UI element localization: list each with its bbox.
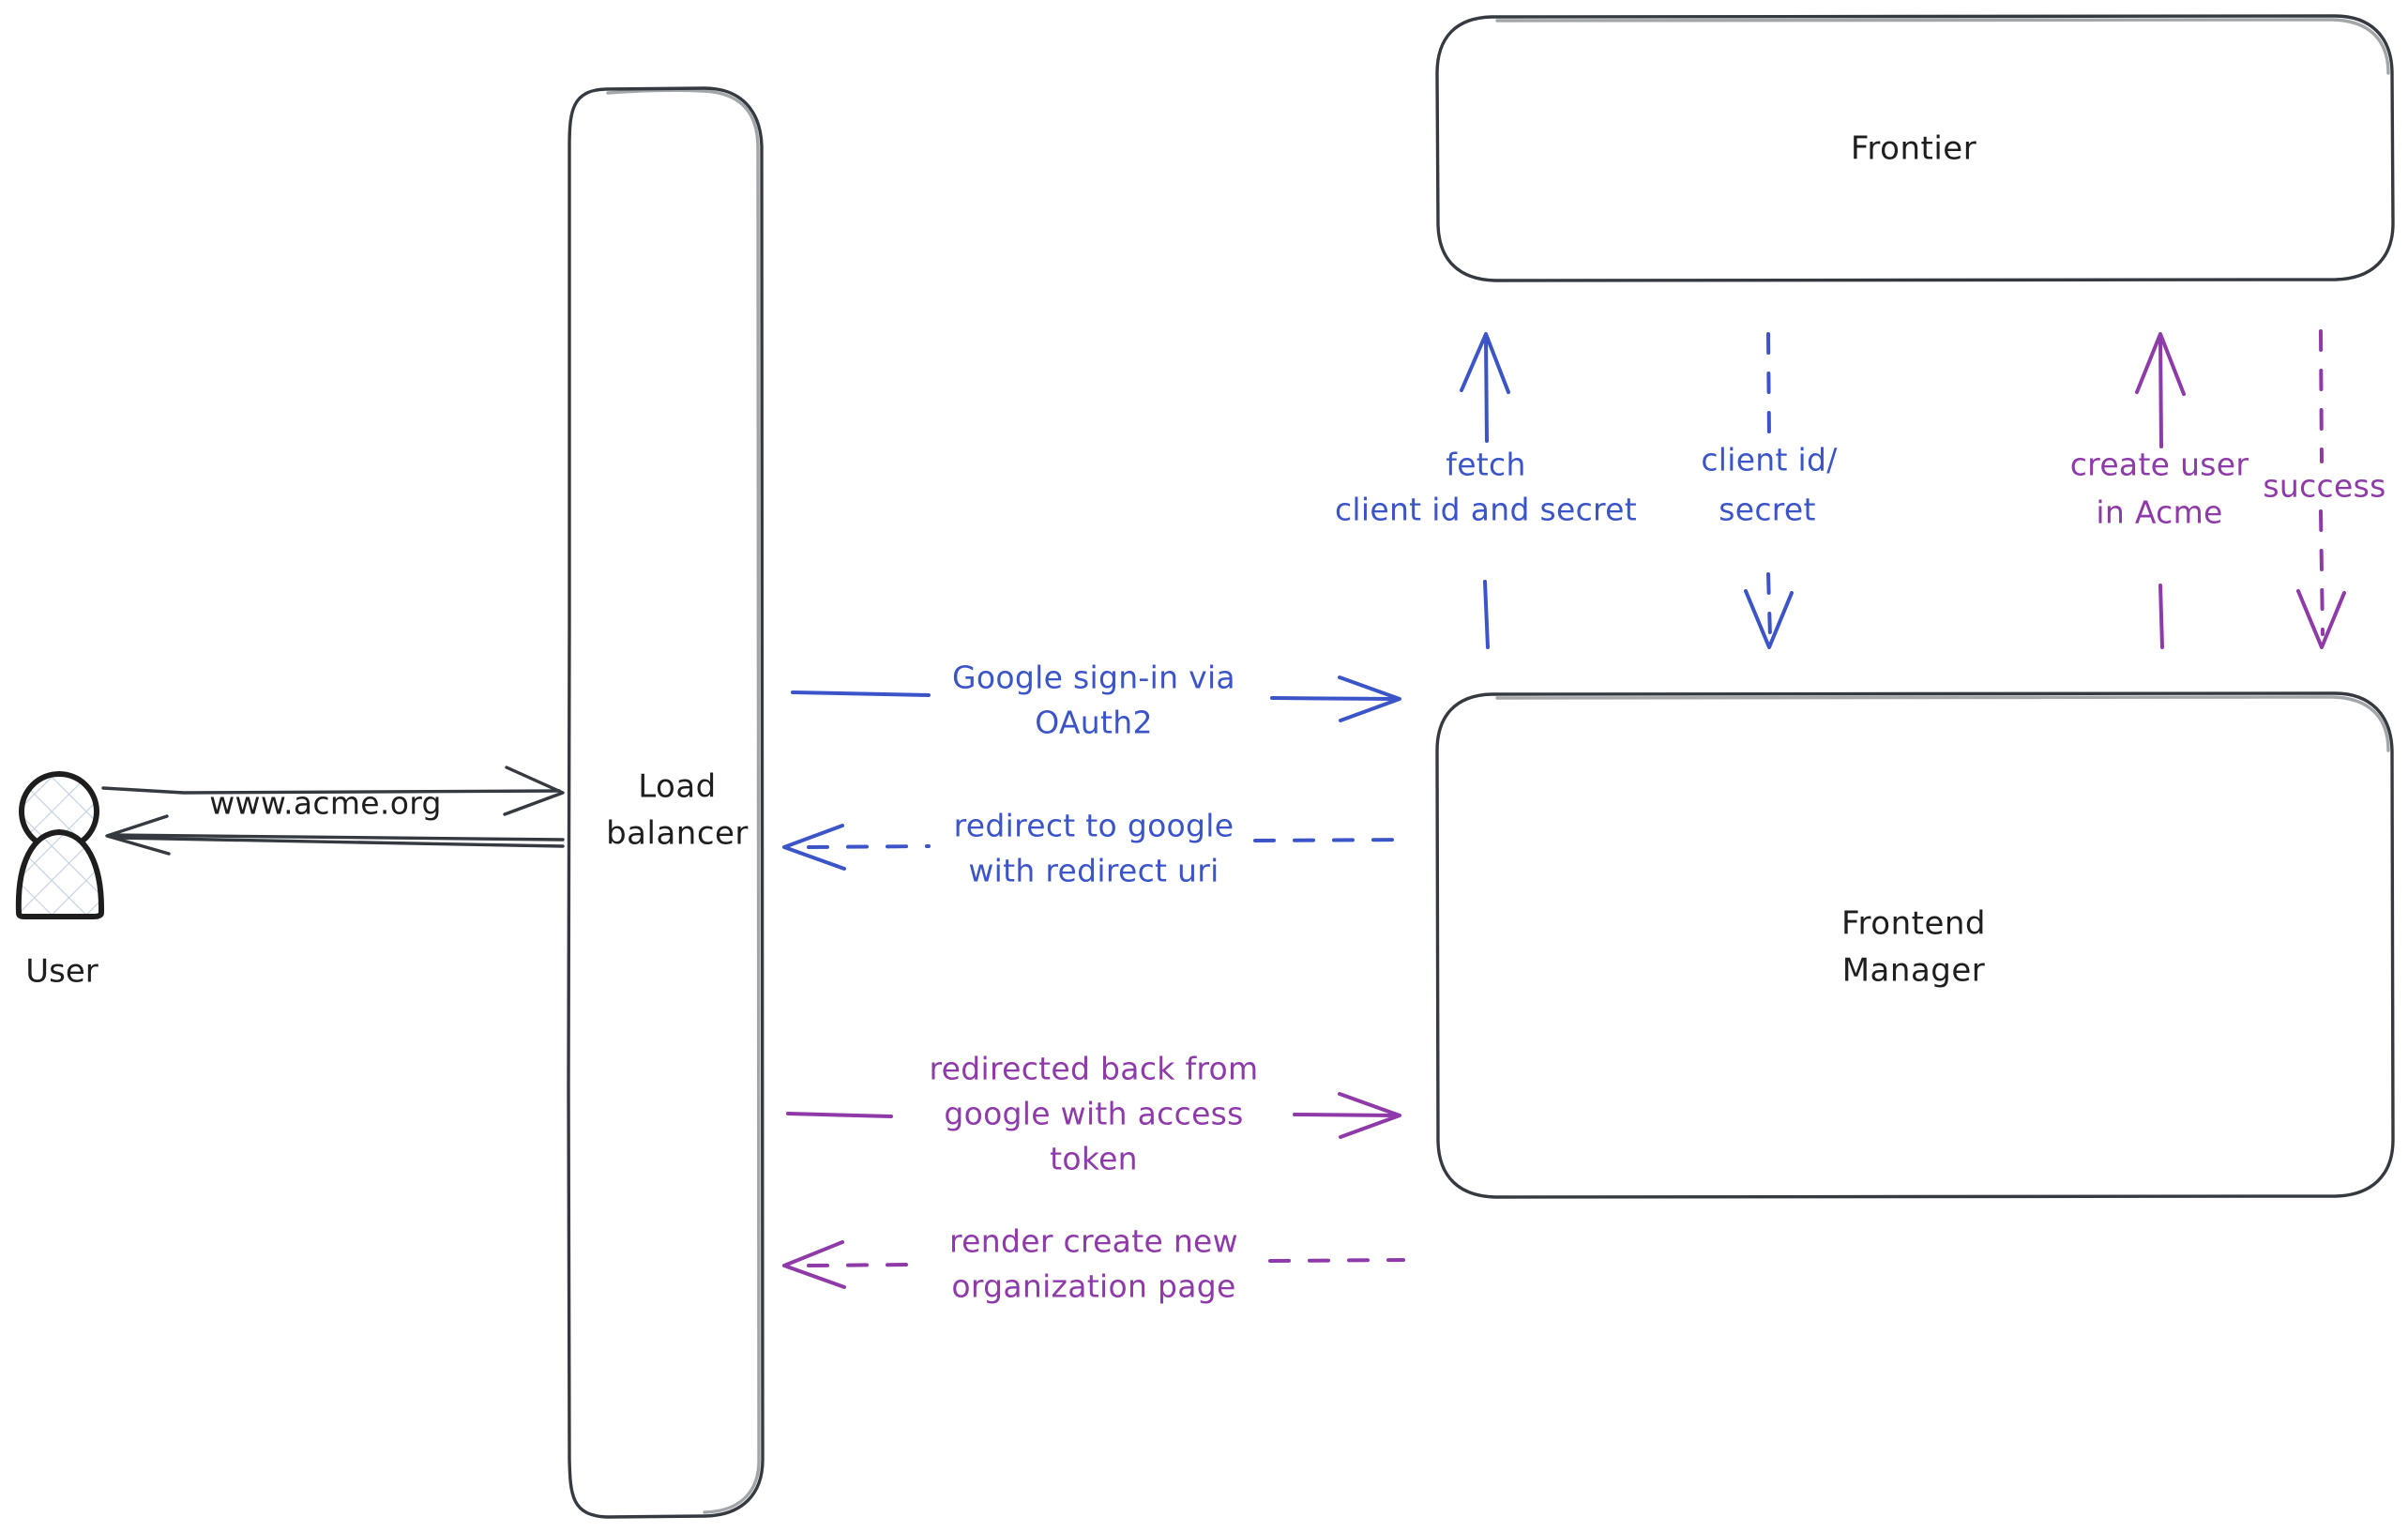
edge-lb-to-user-arrowhead	[105, 814, 171, 856]
edge-token-arrowhead	[1338, 1092, 1401, 1139]
edge-frontier-to-fm-success[interactable]: success	[2263, 329, 2385, 649]
edge-token-label-line2: google with access	[944, 1096, 1243, 1132]
edge-token-line	[786, 1112, 1397, 1118]
load-balancer-label-line2: balancer	[606, 815, 749, 853]
frontend-manager-shape-sketch	[1495, 693, 2390, 752]
edge-create-user-arrowhead	[2135, 332, 2186, 396]
edge-success-line	[2319, 329, 2325, 636]
edge-frontier-to-fm-creds[interactable]: client id/ secret	[1701, 332, 1838, 649]
edge-lb-to-fm-token[interactable]: redirected back from google with access …	[786, 1051, 1401, 1177]
node-load-balancer[interactable]: Load balancer	[567, 86, 765, 1519]
edge-signin-label-line2: OAuth2	[1035, 705, 1153, 741]
edge-fm-to-frontier-create-user[interactable]: create user in Acme	[2070, 332, 2249, 649]
load-balancer-label-line1: Load	[638, 768, 717, 806]
edge-lb-to-user-line	[111, 833, 565, 848]
edge-user-to-lb-arrowhead	[503, 766, 565, 816]
node-frontier[interactable]: Frontier	[1435, 14, 2395, 282]
edge-fm-to-lb-render[interactable]: render create new organization page	[782, 1223, 1405, 1305]
edge-fetch-arrowhead	[1460, 332, 1510, 394]
edge-redirect-line	[807, 838, 1405, 849]
edge-render-arrowhead	[782, 1240, 846, 1289]
edge-lb-to-fm-signin[interactable]: Google sign-in via OAuth2	[791, 660, 1401, 741]
edge-lb-to-user[interactable]	[105, 814, 565, 856]
edge-create-user-label-line1: create user	[2070, 447, 2249, 483]
edge-redirect-label-line1: redirect to google	[954, 808, 1234, 844]
edge-fetch-line	[1483, 334, 1490, 649]
frontier-shape-sketch	[1495, 16, 2390, 75]
actor-user[interactable]: User	[15, 771, 105, 991]
edge-fetch-label-line1: fetch	[1446, 447, 1525, 483]
edge-signin-line	[791, 690, 1397, 701]
edge-fm-to-frontier-fetch[interactable]: fetch client id and secret	[1335, 332, 1637, 649]
edge-creds-label-line2: secret	[1719, 492, 1816, 528]
edge-creds-label-line1: client id/	[1701, 442, 1838, 478]
node-frontend-manager[interactable]: Frontend Manager	[1435, 691, 2395, 1199]
frontend-manager-label-line2: Manager	[1842, 952, 1986, 990]
edge-creds-arrowhead	[1744, 589, 1794, 649]
edge-success-label: success	[2263, 468, 2385, 505]
edge-user-to-lb-label: www.acme.org	[209, 785, 441, 822]
edge-fm-to-lb-redirect[interactable]: redirect to google with redirect uri	[782, 808, 1405, 889]
load-balancer-shape-sketch	[606, 88, 761, 1514]
edge-user-to-lb[interactable]: www.acme.org	[101, 766, 565, 822]
user-label: User	[25, 953, 98, 991]
edge-signin-arrowhead	[1338, 675, 1401, 722]
edge-creds-line	[1766, 332, 1772, 638]
edge-signin-label-line1: Google sign-in via	[952, 660, 1235, 696]
edge-redirect-label-line2: with redirect uri	[968, 853, 1219, 889]
frontend-manager-label-line1: Frontend	[1841, 905, 1986, 943]
frontend-manager-shape	[1435, 691, 2395, 1199]
frontier-shape	[1435, 14, 2395, 282]
edge-token-label-line3: token	[1050, 1141, 1138, 1177]
edge-render-line	[807, 1258, 1405, 1267]
frontier-label: Frontier	[1851, 130, 1976, 168]
load-balancer-shape	[567, 86, 765, 1519]
edge-success-arrowhead	[2296, 589, 2346, 649]
edge-redirect-arrowhead	[782, 824, 846, 871]
edge-fetch-label-line2: client id and secret	[1335, 492, 1637, 528]
edge-create-user-label-line2: in Acme	[2096, 494, 2222, 531]
user-body-icon	[15, 828, 105, 919]
edge-render-label-line1: render create new	[949, 1223, 1238, 1260]
edge-user-to-lb-line	[101, 786, 561, 795]
edge-render-label-line2: organization page	[951, 1268, 1235, 1305]
edge-create-user-line	[2158, 334, 2164, 649]
edge-token-label-line1: redirected back from	[930, 1051, 1259, 1087]
